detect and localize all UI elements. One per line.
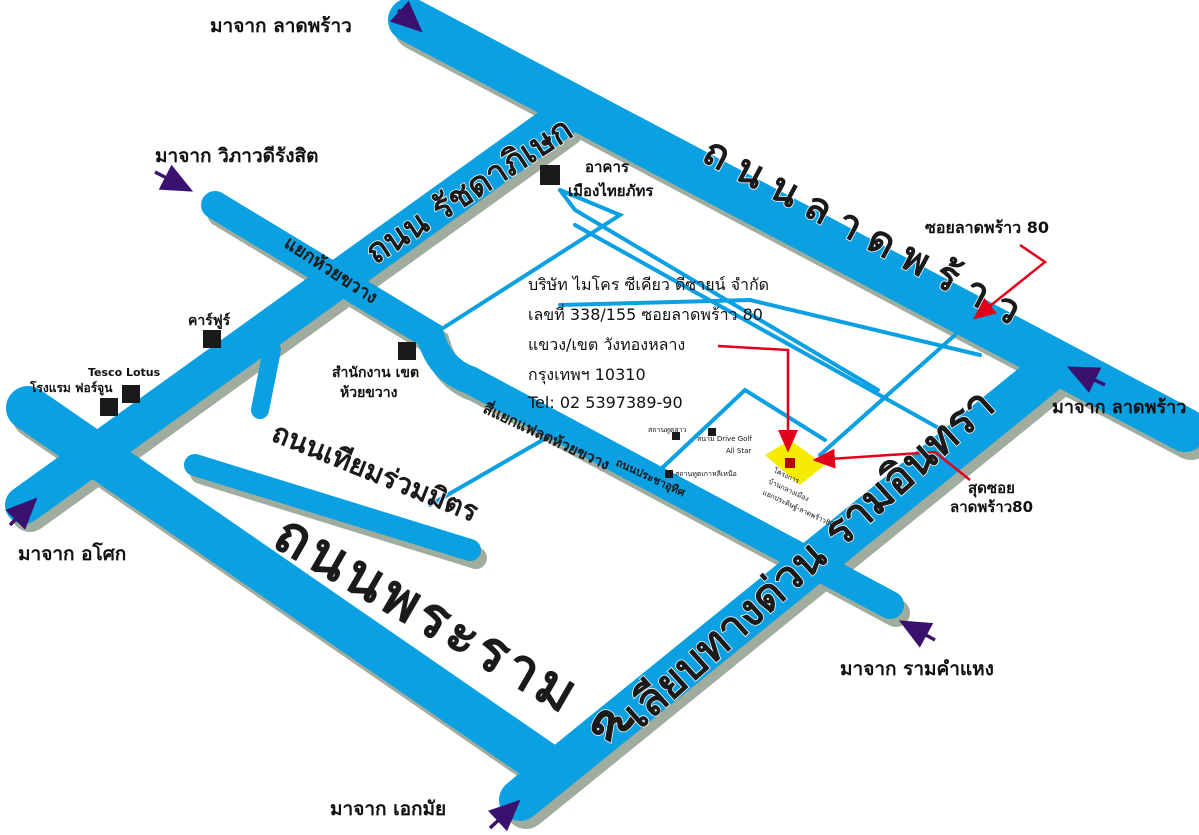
label-hotel: โรงแรม ฟอร์จูน	[29, 380, 113, 396]
label-ratchadaphisek-road: ถนน รัชดาภิเษก	[358, 109, 580, 272]
label-from-ekkamai: มาจาก เอกมัย	[330, 798, 446, 820]
golf-icon	[708, 428, 716, 436]
label-district-office: สำนักงาน เขต	[332, 365, 419, 381]
arrow-from-ramkhamhaeng	[898, 620, 936, 648]
building-icon	[540, 165, 560, 185]
road-rama9	[6, 386, 572, 790]
road-ramindra-expressway	[499, 349, 1071, 821]
embassy-icon-1	[672, 432, 680, 440]
direction-arrows	[5, 0, 1106, 832]
thin-streets	[428, 188, 982, 507]
pointer-arrows	[717, 243, 1048, 481]
label-from-asoke: มาจาก อโศก	[18, 542, 126, 565]
company-address: บริษัท ไมโคร ซีเคียว ดีซายน์ จำกัด เลขที…	[527, 275, 769, 412]
label-from-vibhavadi: มาจาก วิภาวดีรังสิต	[155, 145, 318, 167]
label-tesco: Tesco Lotus	[88, 366, 161, 379]
label-from-ramkhamhaeng: มาจาก รามคำแหง	[840, 658, 994, 680]
label-from-ladprao-right: มาจาก ลาดพร้าว	[1052, 397, 1186, 418]
company-address-line2: แขวง/เขต วังทองหลาง	[528, 335, 685, 354]
label-building2: เมืองไทยภัทร	[568, 181, 654, 200]
hotel-icon	[100, 398, 118, 416]
arrow-from-ladprao-top	[389, 0, 423, 33]
company-address-line3: กรุงเทพฯ 10310	[528, 365, 646, 385]
arrow-to-soi80	[973, 243, 1048, 320]
label-soi-ladprao80: ซอยลาดพร้าว 80	[925, 218, 1049, 237]
destination-building	[785, 458, 795, 468]
tesco-icon	[122, 385, 140, 403]
label-carrefour: คาร์ฟูร์	[188, 312, 231, 329]
district-office-icon	[398, 342, 416, 360]
company-tel: Tel: 02 5397389-90	[527, 393, 683, 412]
label-embassy-1: สถานทูตลาว	[648, 426, 687, 434]
arrow-soi-end	[812, 448, 971, 481]
road-link	[251, 341, 281, 419]
arrow-from-asoke	[5, 497, 38, 530]
arrow-from-ekkamai	[487, 799, 521, 832]
label-driving-range: สนาม Drive Golf	[697, 435, 752, 443]
company-name: บริษัท ไมโคร ซีเคียว ดีซายน์ จำกัด	[528, 275, 769, 294]
label-embassy-2: สถานทูตเกาหลีเหนือ	[675, 470, 737, 478]
embassy-icon-2	[665, 470, 673, 478]
road-tiamruammit	[184, 454, 481, 561]
company-address-line1: เลขที่ 338/155 ซอยลาดพร้าว 80	[528, 303, 763, 324]
label-soi-end: สุดซอย	[968, 479, 1015, 498]
road-ratchadaphisek	[5, 101, 579, 524]
label-driving-range2: All Star	[726, 447, 751, 455]
label-soi-end2: ลาดพร้าว80	[950, 498, 1033, 516]
building-blocks	[100, 165, 716, 478]
arrow-from-ladprao-right	[1066, 366, 1106, 393]
main-roads	[5, 0, 1199, 821]
arrow-from-vibhavadi	[154, 164, 194, 192]
road-huaykwang	[201, 191, 904, 619]
label-building: อาคาร	[585, 158, 630, 176]
label-district-office2: ห้วยขวาง	[340, 385, 398, 401]
carrefour-icon	[203, 330, 221, 348]
label-from-ladprao-top: มาจาก ลาดพร้าว	[210, 15, 352, 37]
arrow-to-destination	[717, 344, 798, 453]
